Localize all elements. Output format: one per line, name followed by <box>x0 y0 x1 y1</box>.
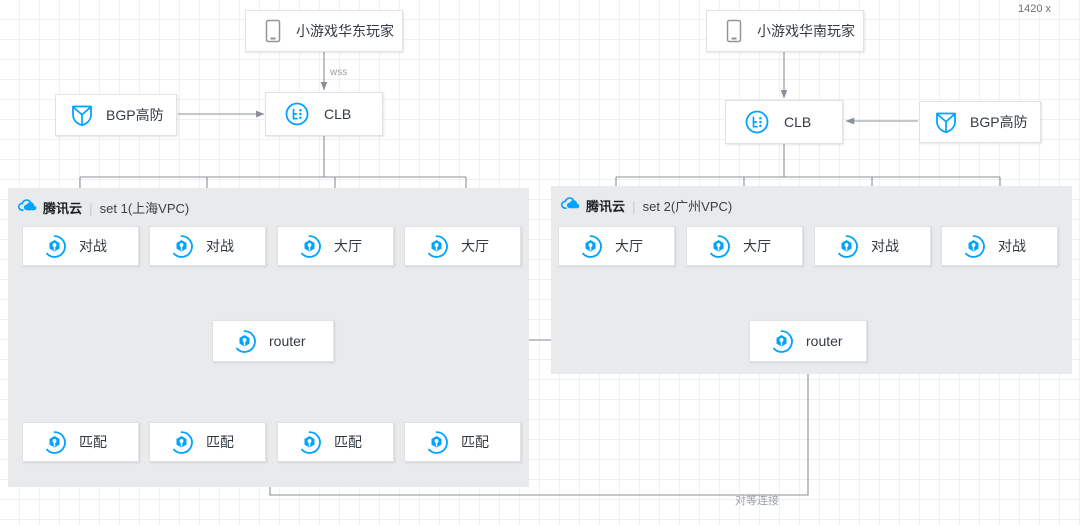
set-2-top-node-4-label: 对战 <box>998 238 1026 254</box>
set-1-top-node-2[interactable]: 对战 <box>149 226 266 266</box>
mobile-phone-icon <box>725 19 743 43</box>
cvm-icon <box>169 234 194 259</box>
set-1-bottom-node-1[interactable]: 匹配 <box>22 422 139 462</box>
set-2-router[interactable]: router <box>749 320 867 362</box>
edge-label-wss: wss <box>330 67 348 78</box>
cvm-icon <box>297 234 322 259</box>
edge-label-peering: 对等连接 <box>735 495 779 507</box>
set-1-brand: 腾讯云 <box>43 201 83 216</box>
set-1-top-node-2-label: 对战 <box>206 238 234 254</box>
cvm-icon <box>961 234 986 259</box>
client-node-east-label: 小游戏华东玩家 <box>296 23 394 39</box>
bgp-node-south[interactable]: BGP高防 <box>919 101 1041 143</box>
clb-icon <box>744 109 770 135</box>
set-2-router-label: router <box>806 333 843 349</box>
set-2-top-node-4[interactable]: 对战 <box>941 226 1058 266</box>
cvm-icon <box>706 234 731 259</box>
cvm-icon <box>578 234 603 259</box>
shield-icon <box>70 102 94 128</box>
cvm-icon <box>424 430 449 455</box>
set-2-top-node-3-label: 对战 <box>871 238 899 254</box>
bgp-node-east[interactable]: BGP高防 <box>55 94 177 136</box>
cvm-icon <box>42 234 67 259</box>
set-1-bottom-node-1-label: 匹配 <box>79 434 107 450</box>
set-1-bottom-node-4[interactable]: 匹配 <box>404 422 521 462</box>
client-node-east[interactable]: 小游戏华东玩家 <box>245 10 403 52</box>
cvm-icon <box>834 234 859 259</box>
set-1-top-node-1-label: 对战 <box>79 238 107 254</box>
set-1-divider: | <box>89 199 93 216</box>
set-1-top-node-3[interactable]: 大厅 <box>277 226 394 266</box>
set-2-top-node-2[interactable]: 大厅 <box>686 226 803 266</box>
set-1-router[interactable]: router <box>212 320 334 362</box>
client-node-south-label: 小游戏华南玩家 <box>757 23 855 39</box>
set-1-bottom-node-2-label: 匹配 <box>206 434 234 450</box>
set-2-top-node-1[interactable]: 大厅 <box>558 226 675 266</box>
cvm-icon <box>297 430 322 455</box>
cvm-icon <box>232 329 257 354</box>
set-1-top-node-4-label: 大厅 <box>461 238 489 254</box>
client-node-south[interactable]: 小游戏华南玩家 <box>706 10 864 52</box>
set-1-router-label: router <box>269 333 306 349</box>
mobile-phone-icon <box>264 19 282 43</box>
cvm-icon <box>769 329 794 354</box>
set-1-top-node-3-label: 大厅 <box>334 238 362 254</box>
clb-node-east[interactable]: CLB <box>265 92 383 136</box>
clb-icon <box>284 101 310 127</box>
clb-node-south-label: CLB <box>784 114 812 130</box>
set-1-name: set 1(上海VPC) <box>99 201 190 216</box>
bgp-node-east-label: BGP高防 <box>106 107 164 123</box>
set-2-name: set 2(广州VPC) <box>642 199 733 214</box>
tencent-cloud-icon <box>17 198 37 217</box>
set-1-bottom-node-3-label: 匹配 <box>334 434 362 450</box>
shield-icon <box>934 109 958 135</box>
set-1-bottom-node-3[interactable]: 匹配 <box>277 422 394 462</box>
canvas-dimension-label: 1420 x <box>1018 3 1052 15</box>
set-2-top-node-1-label: 大厅 <box>615 238 643 254</box>
set-2-top-node-3[interactable]: 对战 <box>814 226 931 266</box>
set-1-header: 腾讯云 | set 1(上海VPC) <box>17 198 190 217</box>
cvm-icon <box>424 234 449 259</box>
set-2-divider: | <box>632 197 636 214</box>
set-1-bottom-node-2[interactable]: 匹配 <box>149 422 266 462</box>
set-2-top-node-2-label: 大厅 <box>743 238 771 254</box>
tencent-cloud-icon <box>560 196 580 215</box>
set-1-top-node-4[interactable]: 大厅 <box>404 226 521 266</box>
set-2-header: 腾讯云 | set 2(广州VPC) <box>560 196 733 215</box>
set-2-brand: 腾讯云 <box>586 199 626 214</box>
set-1-bottom-node-4-label: 匹配 <box>461 434 489 450</box>
cvm-icon <box>169 430 194 455</box>
clb-node-south[interactable]: CLB <box>725 100 843 144</box>
bgp-node-south-label: BGP高防 <box>970 114 1028 130</box>
set-1-top-node-1[interactable]: 对战 <box>22 226 139 266</box>
clb-node-east-label: CLB <box>324 106 352 122</box>
cvm-icon <box>42 430 67 455</box>
